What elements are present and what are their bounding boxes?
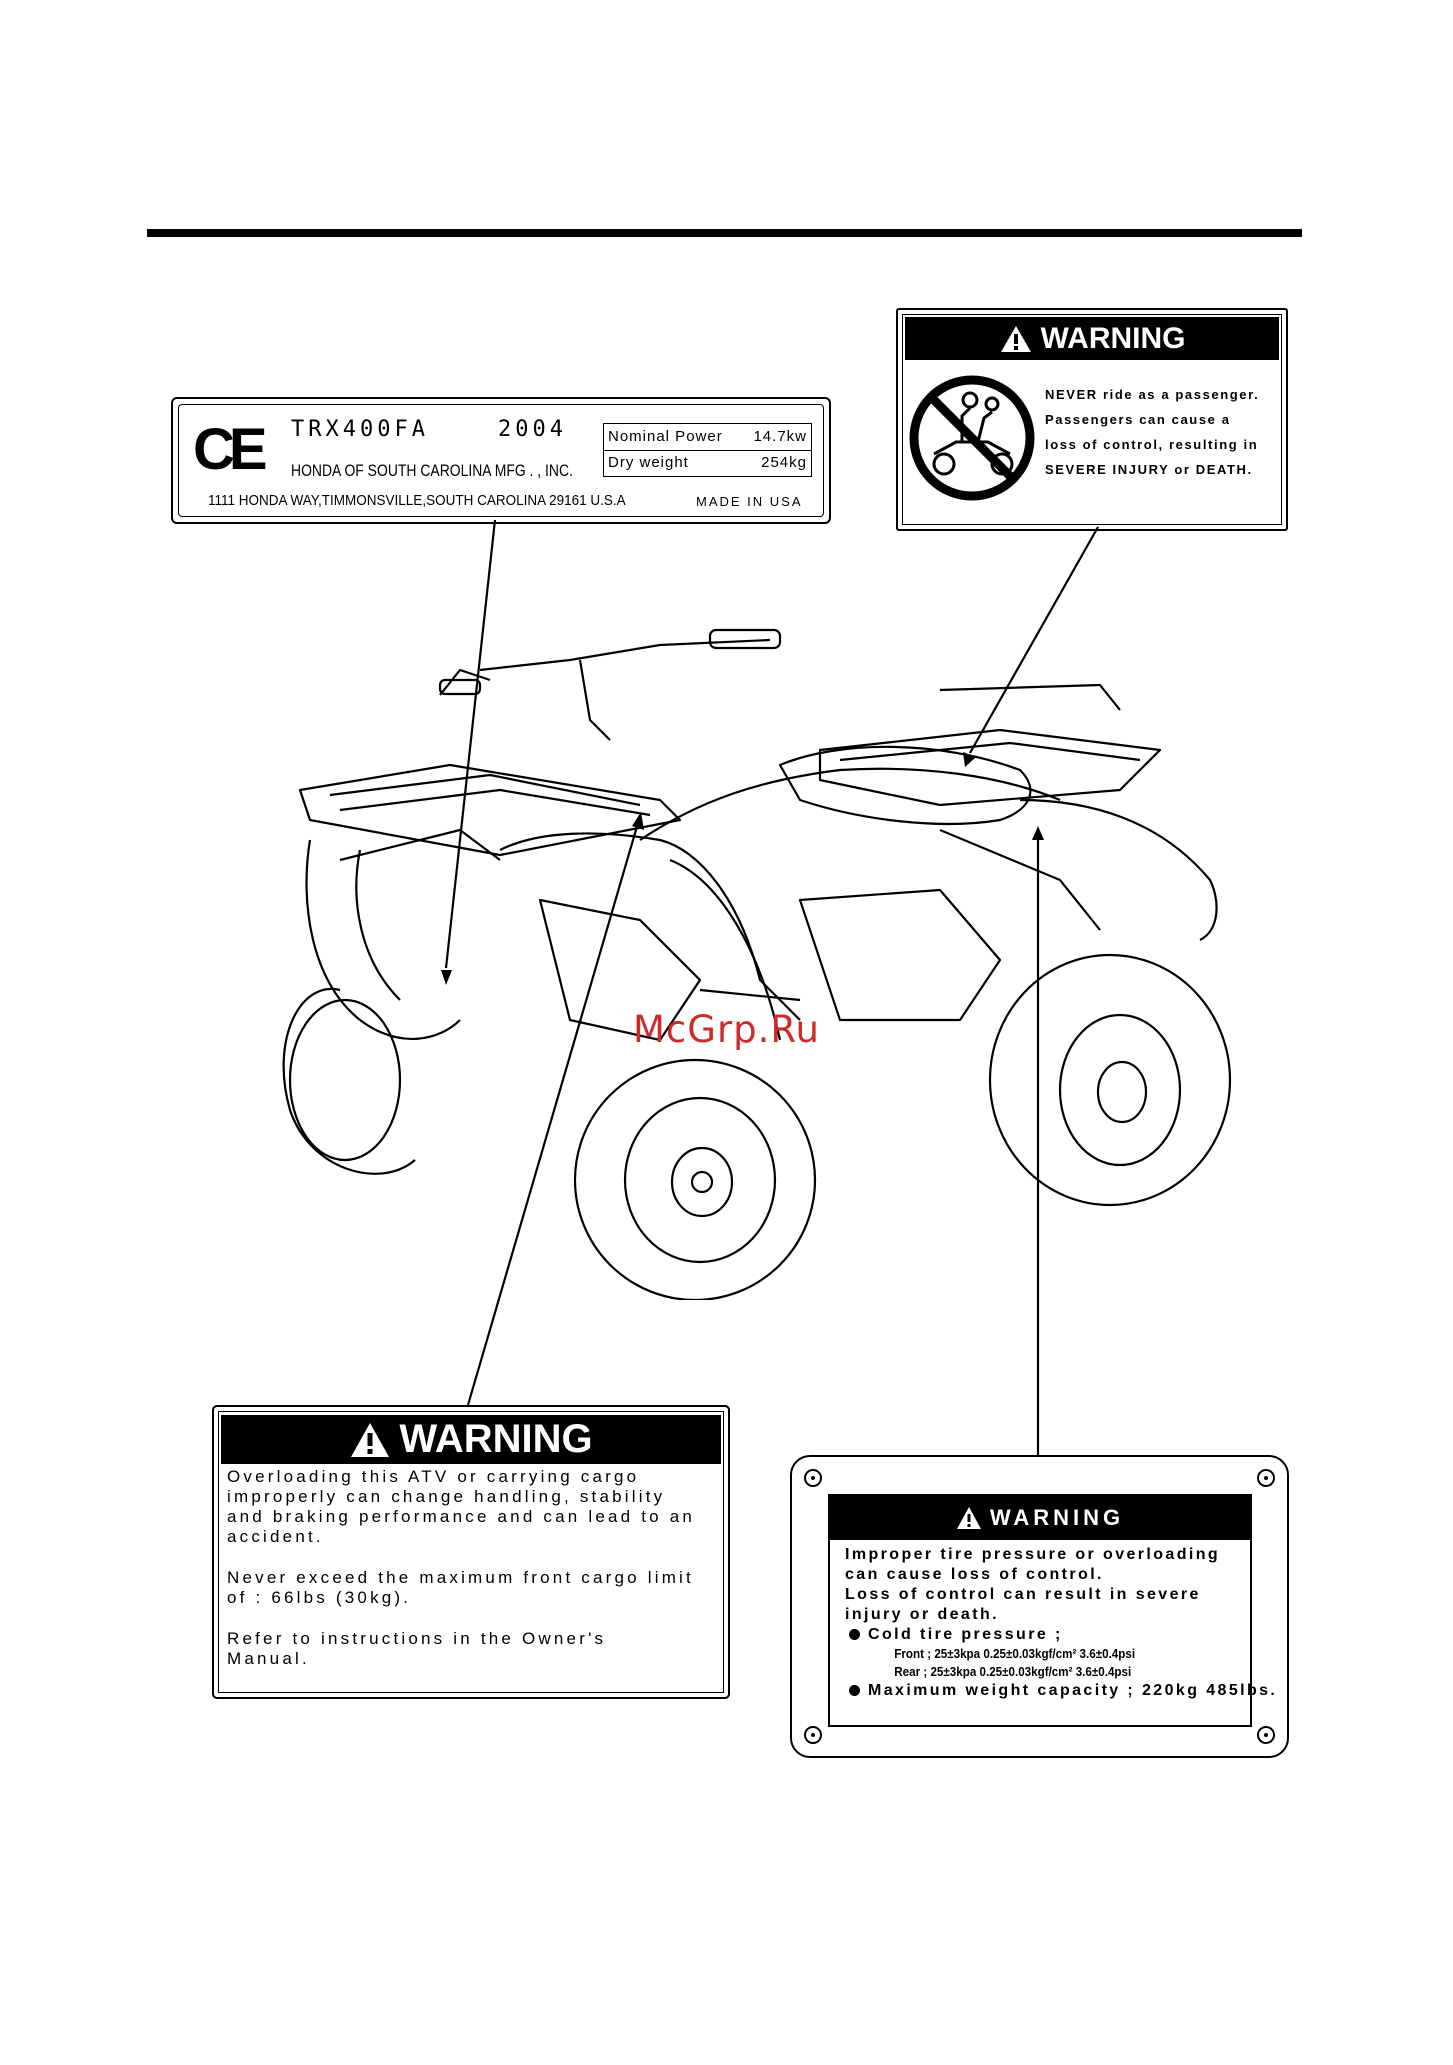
front-pressure: Front ; 25±3kpa 0.25±0.03kgf/cm² 3.6±0.4… — [894, 1647, 1136, 1661]
spec-key: Dry weight — [608, 454, 689, 471]
ce-identification-label: CE TRX400FA 2004 HONDA OF SOUTH CAROLINA… — [171, 397, 831, 524]
manufacturer-address: 1111 HONDA WAY,TIMMONSVILLE,SOUTH CAROLI… — [208, 492, 626, 509]
capacity-line: Maximum weight capacity ; 220kg 485lbs. — [845, 1681, 1275, 1701]
cargo-warning-label: WARNING Overloading this ATV or carrying… — [212, 1405, 730, 1699]
warning-header: WARNING — [905, 317, 1279, 360]
tire-warning-label: WARNING Improper tire pressure or overlo… — [828, 1494, 1275, 1727]
watermark: McGrp.Ru — [633, 1008, 820, 1051]
screw-icon — [1257, 1469, 1275, 1487]
warning-line-spacer — [227, 1547, 725, 1568]
screw-icon — [1257, 1726, 1275, 1744]
spec-key: Nominal Power — [608, 428, 723, 445]
warning-triangle-icon — [1000, 325, 1031, 352]
no-passenger-icon — [909, 375, 1035, 501]
screw-icon — [804, 1726, 822, 1744]
warning-line: Refer to instructions in the Owner's — [227, 1629, 607, 1648]
warning-line: Passengers can cause a — [1045, 412, 1231, 427]
warning-line: loss of control, resulting in — [1045, 437, 1259, 452]
made-in-label: MADE IN USA — [696, 494, 803, 509]
warning-line: Manual. — [227, 1649, 310, 1668]
bullet-icon — [849, 1629, 860, 1641]
warning-header: WARNING — [830, 1496, 1250, 1540]
cargo-warning-text: Overloading this ATV or carrying cargo i… — [227, 1467, 725, 1669]
warning-line: accident. — [227, 1527, 324, 1546]
warning-triangle-icon — [956, 1507, 981, 1529]
warning-line: injury or death. — [845, 1606, 999, 1623]
spec-table: Nominal Power 14.7kw Dry weight 254kg — [603, 423, 812, 477]
warning-title: WARNING — [1040, 321, 1186, 355]
warning-line: Overloading this ATV or carrying cargo — [227, 1467, 640, 1486]
warning-triangle-icon — [351, 1422, 390, 1457]
model-year: 2004 — [498, 417, 567, 442]
warning-line: and braking performance and can lead to … — [227, 1507, 696, 1526]
model-name: TRX400FA — [291, 417, 429, 442]
spec-value: 14.7kw — [753, 428, 807, 445]
warning-header: WARNING — [221, 1415, 721, 1464]
warning-line-spacer — [227, 1608, 725, 1629]
passenger-warning-label: WARNING NEVER ride as a passenger. Passe… — [896, 308, 1288, 531]
atv-illustration — [282, 628, 1232, 1300]
bullet-icon — [849, 1685, 860, 1697]
tire-warning-plate: WARNING Improper tire pressure or overlo… — [790, 1455, 1289, 1758]
spec-row: Dry weight 254kg — [604, 450, 811, 476]
screw-icon — [804, 1469, 822, 1487]
warning-line: Loss of control can result in severe — [845, 1586, 1201, 1603]
manufacturer-name: HONDA OF SOUTH CAROLINA MFG . , INC. — [291, 461, 573, 480]
rear-pressure: Rear ; 25±3kpa 0.25±0.03kgf/cm² 3.6±0.4p… — [894, 1665, 1132, 1679]
warning-line: improperly can change handling, stabilit… — [227, 1487, 666, 1506]
warning-line: NEVER ride as a passenger. — [1045, 387, 1260, 402]
passenger-warning-text: NEVER ride as a passenger. Passengers ca… — [1045, 382, 1280, 482]
warning-line: Improper tire pressure or overloading — [845, 1546, 1221, 1563]
ce-mark-icon: CE — [193, 417, 268, 482]
warning-title: WARNING — [399, 1417, 593, 1461]
pressure-heading: Cold tire pressure ; — [845, 1625, 1245, 1645]
warning-line: can cause loss of control. — [845, 1566, 1104, 1583]
warning-line: of : 66lbs (30kg). — [227, 1588, 412, 1607]
spec-row: Nominal Power 14.7kw — [604, 424, 811, 451]
capacity-text: Maximum weight capacity ; 220kg 485lbs. — [868, 1682, 1278, 1699]
pressure-heading-text: Cold tire pressure ; — [868, 1626, 1063, 1643]
header-rule — [147, 229, 1302, 237]
warning-title: WARNING — [989, 1505, 1125, 1530]
tire-warning-text: Improper tire pressure or overloading ca… — [845, 1545, 1275, 1701]
warning-line: SEVERE INJURY or DEATH. — [1045, 462, 1253, 477]
warning-line: Never exceed the maximum front cargo lim… — [227, 1568, 694, 1587]
spec-value: 254kg — [761, 454, 807, 471]
